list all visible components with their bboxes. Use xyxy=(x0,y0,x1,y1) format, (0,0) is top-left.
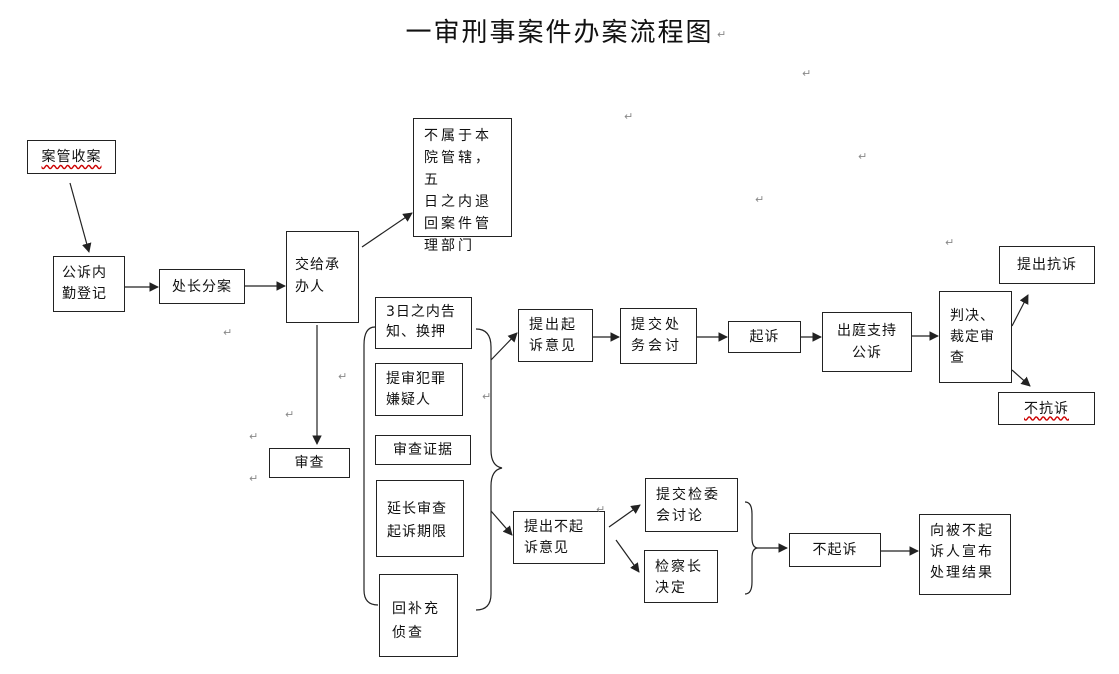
node-announce: 向被不起 诉人宣布 处理结果 xyxy=(919,514,1011,595)
node-assign: 处长分案 xyxy=(159,269,245,304)
paragraph-mark: ↵ xyxy=(249,472,259,485)
paragraph-mark: ↵ xyxy=(285,408,295,421)
paragraph-mark: ↵ xyxy=(596,503,606,516)
arrow-handover-notjurisdiction xyxy=(361,212,413,248)
node-extend-period: 延长审查 起诉期限 xyxy=(376,480,464,557)
paragraph-mark: ↵ xyxy=(802,67,812,80)
paragraph-mark: ↵ xyxy=(249,430,259,443)
arrow-to-propose-no-prosecute xyxy=(490,510,513,536)
paragraph-mark: ↵ xyxy=(755,193,765,206)
bracket-decision xyxy=(744,501,759,595)
bracket-left xyxy=(363,326,379,606)
arrow-judgment-protest xyxy=(1011,294,1029,327)
paragraph-mark: ↵ xyxy=(338,370,348,383)
node-submit-committee: 提交检委 会讨论 xyxy=(645,478,738,532)
node-receive: 案管收案 xyxy=(27,140,116,174)
node-handover: 交给承 办人 xyxy=(286,231,359,323)
node-submit-head: 提交处 务会讨 xyxy=(620,308,697,364)
paragraph-mark: ↵ xyxy=(858,150,868,163)
page-title: 一审刑事案件办案流程图 xyxy=(405,18,714,48)
node-no-protest: 不抗诉 xyxy=(998,392,1095,425)
arrow-nopros-chief xyxy=(615,539,640,573)
node-propose-no-prosecute: 提出不起 诉意见 xyxy=(513,511,605,564)
arrow-to-propose-prosecute xyxy=(490,332,518,361)
node-register: 公诉内 勤登记 xyxy=(53,256,125,312)
node-receive-label: 案管收案 xyxy=(41,149,102,165)
node-chief-decides: 检察长 决定 xyxy=(644,550,718,603)
node-court-support: 出庭支持 公诉 xyxy=(822,312,912,372)
paragraph-mark: ↵ xyxy=(717,28,727,41)
paragraph-mark: ↵ xyxy=(482,390,492,403)
paragraph-mark: ↵ xyxy=(624,110,634,123)
arrow-receive-register xyxy=(69,182,92,253)
arrow-nopros-committee xyxy=(608,504,641,528)
arrow-judgment-noprotest xyxy=(1011,369,1031,387)
node-no-prosecution: 不起诉 xyxy=(789,533,881,567)
node-not-jurisdiction: 不属于本 院管辖，五 日之内退 回案件管 理部门 xyxy=(413,118,512,254)
node-supplementary: 回补充 侦查 xyxy=(379,574,458,657)
node-prosecute: 起诉 xyxy=(728,321,801,353)
paragraph-mark: ↵ xyxy=(945,236,955,249)
node-review: 审查 xyxy=(269,448,350,478)
node-judgment: 判决、 裁定审 查 xyxy=(939,291,1012,383)
bracket-right xyxy=(475,328,503,611)
node-no-protest-label: 不抗诉 xyxy=(1024,400,1069,417)
paragraph-mark: ↵ xyxy=(223,326,233,339)
node-examine-evidence: 审查证据 xyxy=(375,435,471,465)
node-propose-prosecute: 提出起 诉意见 xyxy=(518,309,593,362)
node-protest: 提出抗诉 xyxy=(999,246,1095,284)
node-interrogate: 提审犯罪 嫌疑人 xyxy=(375,363,463,416)
node-notify: 3日之内告 知、换押 xyxy=(375,297,472,349)
